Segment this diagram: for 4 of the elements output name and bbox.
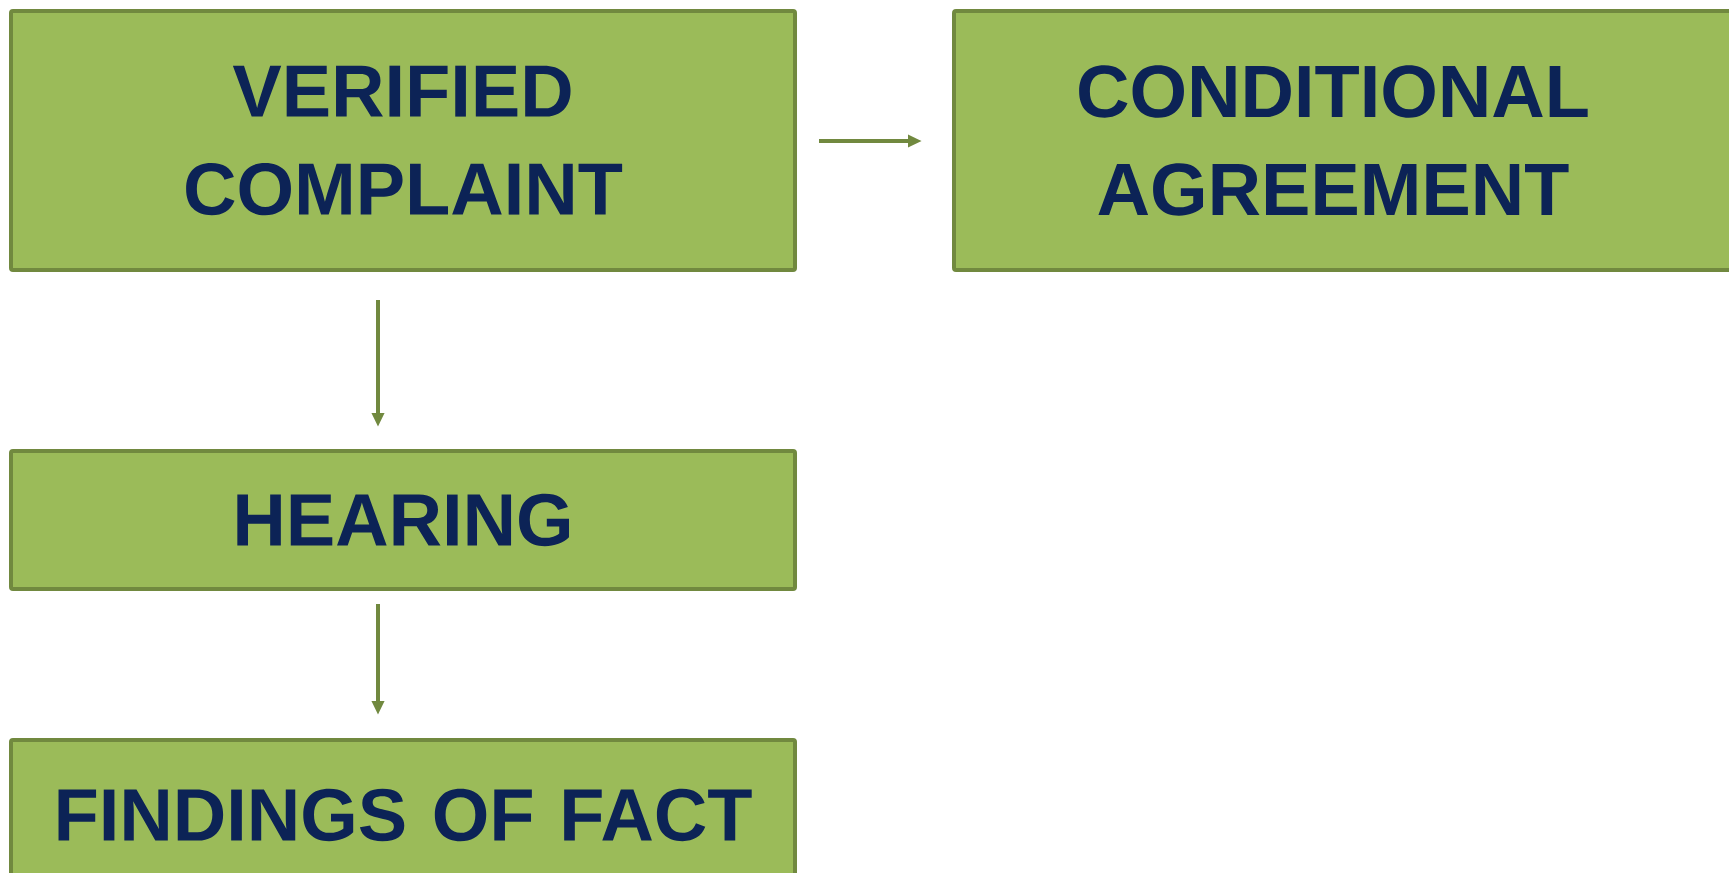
- process-box: VERIFIED COMPLAINT: [9, 9, 797, 272]
- process-box: FINDINGS OF FACT: [9, 738, 797, 873]
- process-box: CONDITIONAL AGREEMENT: [952, 9, 1729, 272]
- process-box: HEARING: [9, 449, 797, 591]
